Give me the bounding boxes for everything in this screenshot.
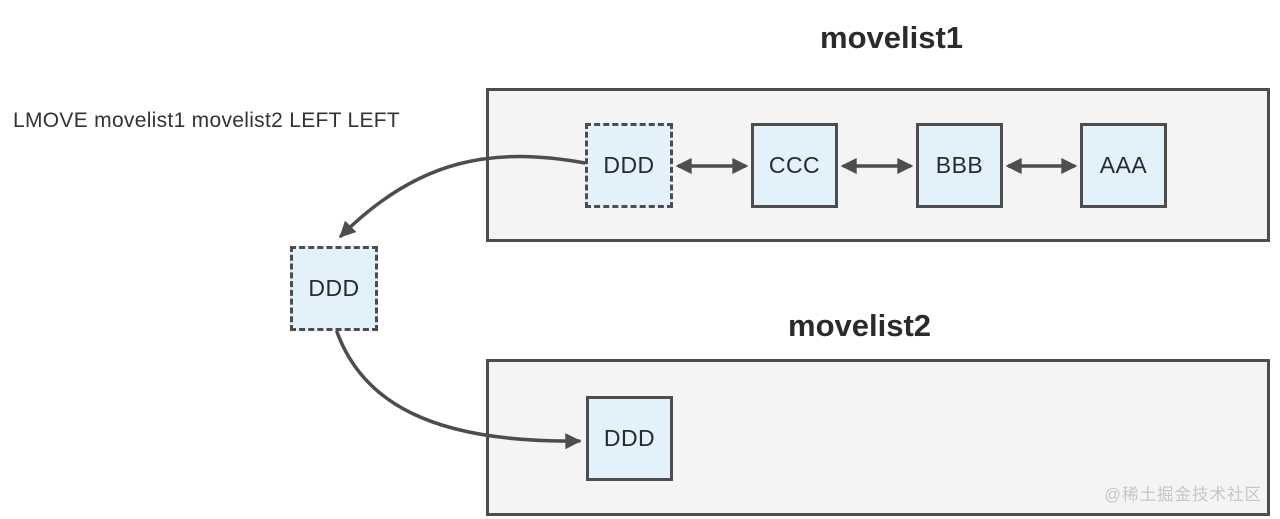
moved-node-ddd: DDD bbox=[290, 246, 378, 331]
movelist1-node-bbb: BBB bbox=[916, 123, 1003, 208]
movelist1-title: movelist1 bbox=[820, 20, 964, 55]
movelist2-title: movelist2 bbox=[788, 308, 932, 343]
node-label: DDD bbox=[603, 425, 656, 451]
node-label: DDD bbox=[308, 275, 360, 301]
command-text: LMOVE movelist1 movelist2 LEFT LEFT bbox=[13, 109, 401, 132]
node-label: CCC bbox=[768, 152, 821, 178]
node-label: DDD bbox=[603, 152, 655, 178]
movelist1-node-aaa: AAA bbox=[1080, 123, 1167, 208]
node-label: BBB bbox=[935, 152, 984, 178]
watermark: @稀土掘金技术社区 bbox=[1104, 486, 1262, 504]
node-label: AAA bbox=[1099, 152, 1148, 178]
movelist1-node-ddd: DDD bbox=[585, 123, 673, 208]
movelist1-node-ccc: CCC bbox=[751, 123, 838, 208]
movelist2-node-ddd: DDD bbox=[586, 396, 673, 481]
